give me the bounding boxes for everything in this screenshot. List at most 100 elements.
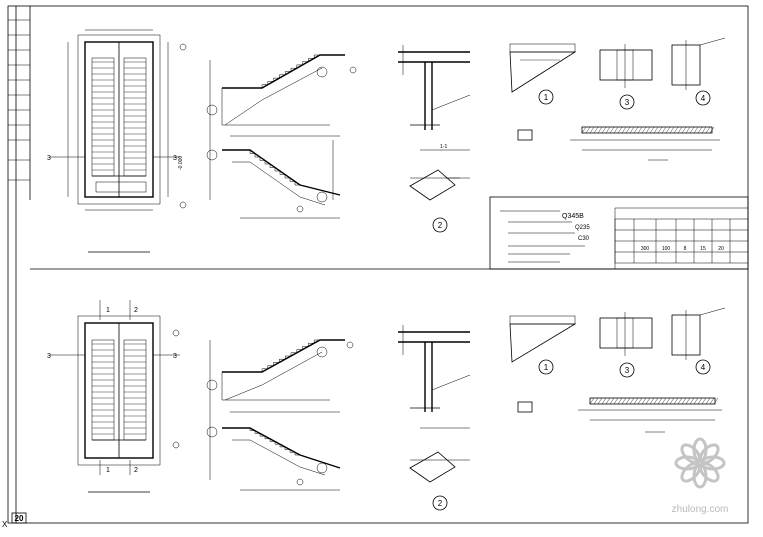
drawing-line	[657, 126, 663, 134]
drawing-line	[661, 397, 667, 405]
drawing-line	[633, 126, 639, 134]
drawing-line	[601, 126, 607, 134]
drawing-line	[625, 397, 631, 405]
drawing-line	[697, 397, 703, 405]
drawing-line	[693, 397, 699, 405]
bottom-detail-3: 3	[599, 312, 653, 378]
svg-text:1-1: 1-1	[440, 144, 447, 150]
detail-callout-2-top: 2	[438, 221, 443, 230]
top-beam-connection: 1-1	[398, 45, 471, 151]
top-detail-4: 4	[671, 37, 726, 106]
bottom-landing-beam	[517, 397, 722, 433]
detail-callout-3-top: 3	[625, 98, 630, 107]
top-detail-2: 2	[409, 169, 470, 233]
bottom-detail-1: 1	[509, 315, 577, 375]
detail-callout-4-top: 4	[701, 94, 706, 103]
drawing-line	[701, 126, 707, 134]
drawing-line	[641, 126, 647, 134]
drawing-line	[661, 126, 667, 134]
drawing-line	[597, 126, 603, 134]
svg-text:X: X	[2, 520, 8, 529]
watermark-text: zhulong.com	[672, 504, 729, 515]
bottom-detail-4: 4	[671, 307, 726, 375]
section-mark-right: 3	[173, 155, 177, 162]
drawing-line	[653, 397, 659, 405]
top-stair-plan: 3 3 -0.000	[47, 29, 187, 253]
drawing-line	[665, 126, 671, 134]
drawing-line	[697, 126, 703, 134]
section-mark-left-bottom: 3	[47, 353, 51, 360]
cut-mark-2-bottom: 2	[134, 467, 138, 474]
drawing-line	[585, 126, 591, 134]
drawing-line	[613, 126, 619, 134]
drawing-line	[617, 397, 623, 405]
bottom-detail-2: 2	[409, 451, 470, 511]
cut-mark-1-top: 1	[106, 307, 110, 314]
drawing-line	[645, 126, 651, 134]
drawing-line	[601, 397, 607, 405]
bottom-stair-plan: 1 2 1 2 3 3	[47, 300, 180, 493]
note-line-1: Q345B	[562, 213, 584, 220]
drawing-line	[685, 126, 691, 134]
cut-mark-2-top: 2	[134, 307, 138, 314]
drawing-line	[637, 126, 643, 134]
drawing-line	[677, 397, 683, 405]
drawing-line	[609, 397, 615, 405]
drawing-line	[617, 126, 623, 134]
drawing-line	[621, 397, 627, 405]
table-cell-4: 15	[700, 246, 706, 252]
drawing-line	[669, 397, 675, 405]
top-detail-1: 1	[509, 43, 577, 105]
top-detail-3: 3	[599, 44, 653, 110]
drawing-line	[677, 126, 683, 134]
detail-callout-3-bottom: 3	[625, 366, 630, 375]
drawing-line	[673, 397, 679, 405]
watermark-petal	[698, 443, 720, 465]
bottom-stair-section	[206, 339, 354, 491]
detail-callout-2-bottom: 2	[438, 499, 443, 508]
drawing-line	[621, 126, 627, 134]
table-cell-5: 20	[718, 246, 724, 252]
page-number: 20	[15, 514, 24, 523]
drawing-line	[581, 126, 587, 134]
material-table: 300 100 8 15 20	[614, 218, 749, 264]
detail-callout-1-bottom: 1	[544, 363, 549, 372]
cut-mark-1-bottom: 1	[106, 467, 110, 474]
drawing-line	[593, 126, 599, 134]
note-line-2: Q235	[575, 225, 590, 231]
drawing-line	[669, 126, 675, 134]
drawing-line	[597, 397, 603, 405]
title-strip	[8, 6, 31, 523]
drawing-line	[701, 397, 707, 405]
table-cell-3: 8	[684, 246, 687, 252]
drawing-line	[693, 126, 699, 134]
note-line-3: C30	[578, 236, 590, 242]
drawing-line	[605, 126, 611, 134]
drawing-line	[641, 397, 647, 405]
drawing-line	[665, 397, 671, 405]
detail-callout-4-bottom: 4	[701, 363, 706, 372]
drawing-line	[609, 126, 615, 134]
drawing-line	[629, 397, 635, 405]
drawing-line	[653, 126, 659, 134]
drawing-line	[649, 126, 655, 134]
table-cell-1: 300	[641, 246, 650, 252]
top-landing-beam	[517, 126, 720, 161]
drawing-line	[605, 397, 611, 405]
section-mark-left: 3	[47, 155, 51, 162]
drawing-line	[689, 126, 695, 134]
drawing-line	[705, 126, 711, 134]
drawing-line	[681, 126, 687, 134]
drawing-line	[589, 126, 595, 134]
bottom-beam-connection	[398, 325, 471, 429]
drawing-line	[625, 126, 631, 134]
drawing-line	[685, 397, 691, 405]
top-stair-section	[206, 54, 357, 219]
drawing-line	[589, 397, 595, 405]
drawing-line	[705, 397, 711, 405]
notes-block: Q345B Q235 C30	[489, 196, 749, 270]
section-mark-right-bottom: 3	[173, 353, 177, 360]
drawing-line	[593, 397, 599, 405]
drawing-line	[709, 397, 715, 405]
